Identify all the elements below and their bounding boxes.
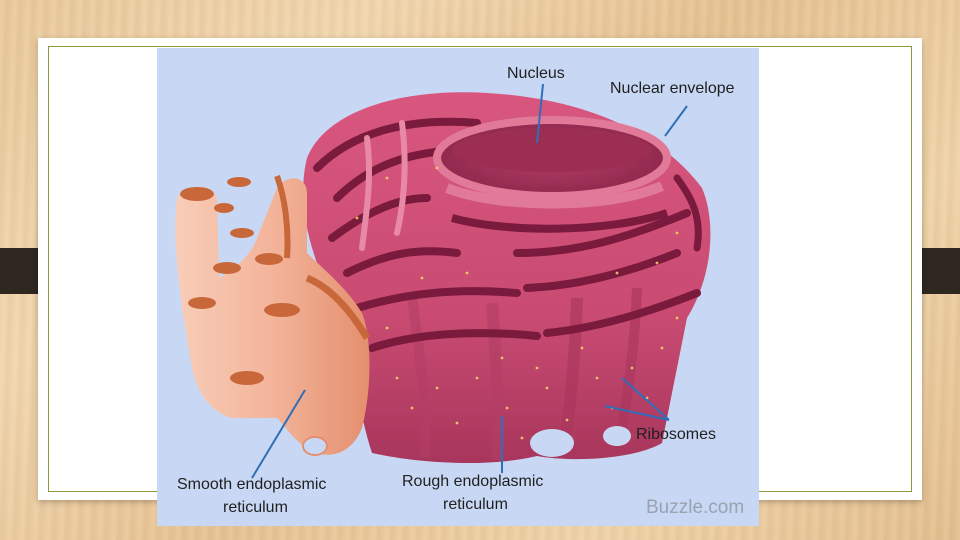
label-nuclear-envelope: Nuclear envelope — [610, 79, 735, 98]
er-diagram: Nucleus Nuclear envelope Ribosomes Smoot… — [157, 48, 759, 526]
er-illustration — [157, 48, 759, 526]
label-rough-er-line2: reticulum — [443, 495, 508, 514]
label-rough-er-line1: Rough endoplasmic — [402, 472, 543, 491]
envelope-leader — [665, 106, 687, 136]
label-nucleus: Nucleus — [507, 64, 565, 83]
label-ribosomes: Ribosomes — [636, 425, 716, 444]
label-smooth-er-line2: reticulum — [223, 498, 288, 517]
watermark: Buzzle.com — [646, 497, 744, 519]
label-smooth-er-line1: Smooth endoplasmic — [177, 475, 326, 494]
